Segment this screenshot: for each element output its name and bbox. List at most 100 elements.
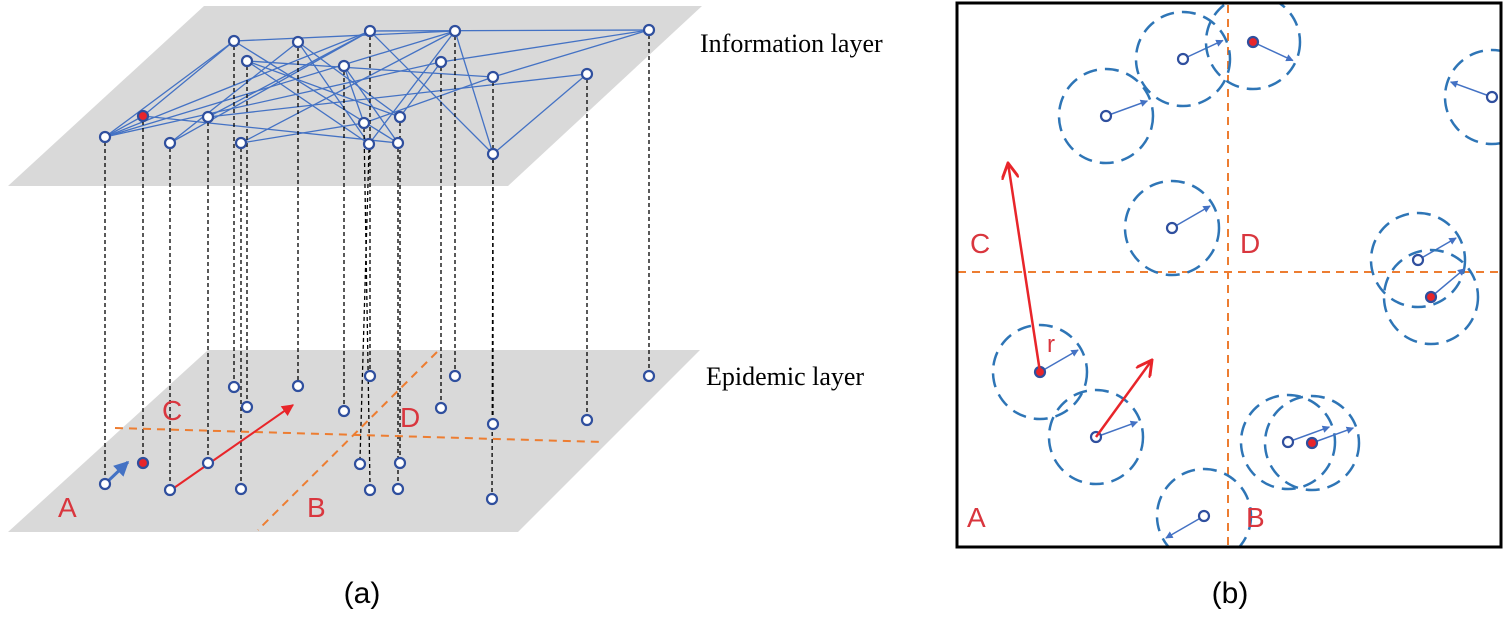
agent bbox=[1263, 394, 1361, 492]
epidemic-node bbox=[580, 413, 594, 427]
information-edge bbox=[104, 61, 442, 138]
agent bbox=[1382, 248, 1480, 346]
velocity-arrow bbox=[1252, 41, 1294, 62]
panel-b: r A B C D (b) bbox=[955, 1, 1503, 610]
information-edge bbox=[207, 73, 588, 118]
region-label-c: C bbox=[162, 395, 182, 426]
epidemic-layer-plane bbox=[8, 350, 700, 532]
layer-connector bbox=[359, 148, 370, 460]
information-node bbox=[642, 23, 656, 37]
epidemic-node bbox=[642, 369, 656, 383]
epidemic-node bbox=[486, 417, 500, 431]
agent-node bbox=[1281, 435, 1295, 449]
information-node bbox=[393, 110, 407, 124]
region-divider-diagonal bbox=[257, 351, 438, 531]
epidemic-node bbox=[234, 482, 248, 496]
infection-radius-circle bbox=[991, 323, 1089, 421]
velocity-arrow bbox=[1165, 515, 1205, 539]
information-edge bbox=[207, 30, 371, 118]
information-edge bbox=[246, 60, 370, 145]
epidemic-node bbox=[485, 492, 499, 506]
velocity-arrow bbox=[1039, 349, 1079, 373]
epidemic-node bbox=[240, 400, 254, 414]
agent bbox=[1057, 67, 1155, 165]
information-edge bbox=[343, 65, 399, 144]
velocity-arrow bbox=[1287, 425, 1331, 443]
agent-node bbox=[1197, 509, 1211, 523]
panel-a: A B C D Information layer Epidemic layer… bbox=[8, 6, 883, 610]
information-layer-label: Information layer bbox=[700, 29, 883, 58]
information-node bbox=[362, 137, 376, 151]
infected-agent-node bbox=[1424, 290, 1438, 304]
information-edge bbox=[104, 30, 371, 138]
velocity-arrow bbox=[1430, 268, 1466, 298]
information-node bbox=[240, 54, 254, 68]
region-label-a-b: A bbox=[967, 502, 986, 533]
epidemic-node bbox=[353, 457, 367, 471]
information-node bbox=[227, 34, 241, 48]
agent bbox=[1155, 467, 1253, 546]
information-edge bbox=[169, 30, 371, 144]
velocity-arrow bbox=[1171, 205, 1211, 229]
agent bbox=[1204, 4, 1302, 91]
epidemic-layer-label: Epidemic layer bbox=[706, 362, 864, 391]
red-motion-arrow bbox=[170, 404, 294, 491]
information-edge bbox=[104, 115, 144, 138]
information-node bbox=[357, 116, 371, 130]
information-node bbox=[580, 67, 594, 81]
region-label-d-b: D bbox=[1240, 228, 1260, 259]
infection-radius-circle bbox=[1443, 48, 1500, 146]
information-node bbox=[98, 130, 112, 144]
long-red-arrow bbox=[1008, 163, 1042, 373]
epidemic-node bbox=[227, 380, 241, 394]
information-edge bbox=[454, 30, 494, 155]
information-node bbox=[434, 55, 448, 69]
region-label-d: D bbox=[400, 402, 420, 433]
information-layer-nodes bbox=[98, 23, 656, 161]
information-edge bbox=[233, 30, 456, 42]
epidemic-layer-nodes bbox=[98, 369, 656, 506]
agent-node bbox=[1411, 253, 1425, 267]
information-node bbox=[201, 110, 215, 124]
information-node bbox=[291, 35, 305, 49]
agent-node bbox=[1099, 109, 1113, 123]
panel-a-caption: (a) bbox=[344, 577, 381, 610]
layer-connectors bbox=[104, 35, 650, 495]
epidemic-node bbox=[337, 404, 351, 418]
infection-radius-circle bbox=[1047, 388, 1145, 486]
infected-epidemic-node bbox=[136, 456, 150, 470]
agent bbox=[1443, 48, 1500, 146]
information-edge bbox=[233, 40, 399, 144]
velocity-arrow bbox=[1311, 426, 1355, 444]
information-node bbox=[363, 24, 377, 38]
information-layer-edges bbox=[104, 29, 650, 155]
information-node bbox=[234, 136, 248, 150]
agent-node bbox=[1165, 221, 1179, 235]
velocity-arrow bbox=[1095, 420, 1139, 438]
information-node bbox=[136, 109, 150, 123]
radius-label: r bbox=[1047, 331, 1055, 358]
infected-agent-node bbox=[1246, 35, 1260, 49]
information-edge bbox=[369, 29, 650, 32]
epidemic-node bbox=[363, 483, 377, 497]
information-edge bbox=[142, 115, 399, 144]
information-edge bbox=[440, 29, 650, 63]
region-label-b: B bbox=[307, 492, 326, 523]
epidemic-node bbox=[393, 456, 407, 470]
information-node bbox=[486, 147, 500, 161]
infection-radius-circle bbox=[1123, 179, 1221, 277]
short-red-arrow bbox=[1094, 360, 1152, 438]
information-edge bbox=[492, 73, 588, 155]
agent-node bbox=[1485, 90, 1499, 104]
information-edge bbox=[246, 60, 401, 118]
information-edge bbox=[104, 40, 235, 138]
epidemic-node bbox=[163, 483, 177, 497]
information-node bbox=[486, 70, 500, 84]
infection-radius-circle bbox=[1134, 10, 1232, 108]
agent bbox=[1134, 10, 1232, 108]
epidemic-node bbox=[391, 482, 405, 496]
layer-connector bbox=[363, 127, 371, 486]
velocity-arrow bbox=[1449, 80, 1493, 98]
region-label-a: A bbox=[58, 492, 77, 523]
